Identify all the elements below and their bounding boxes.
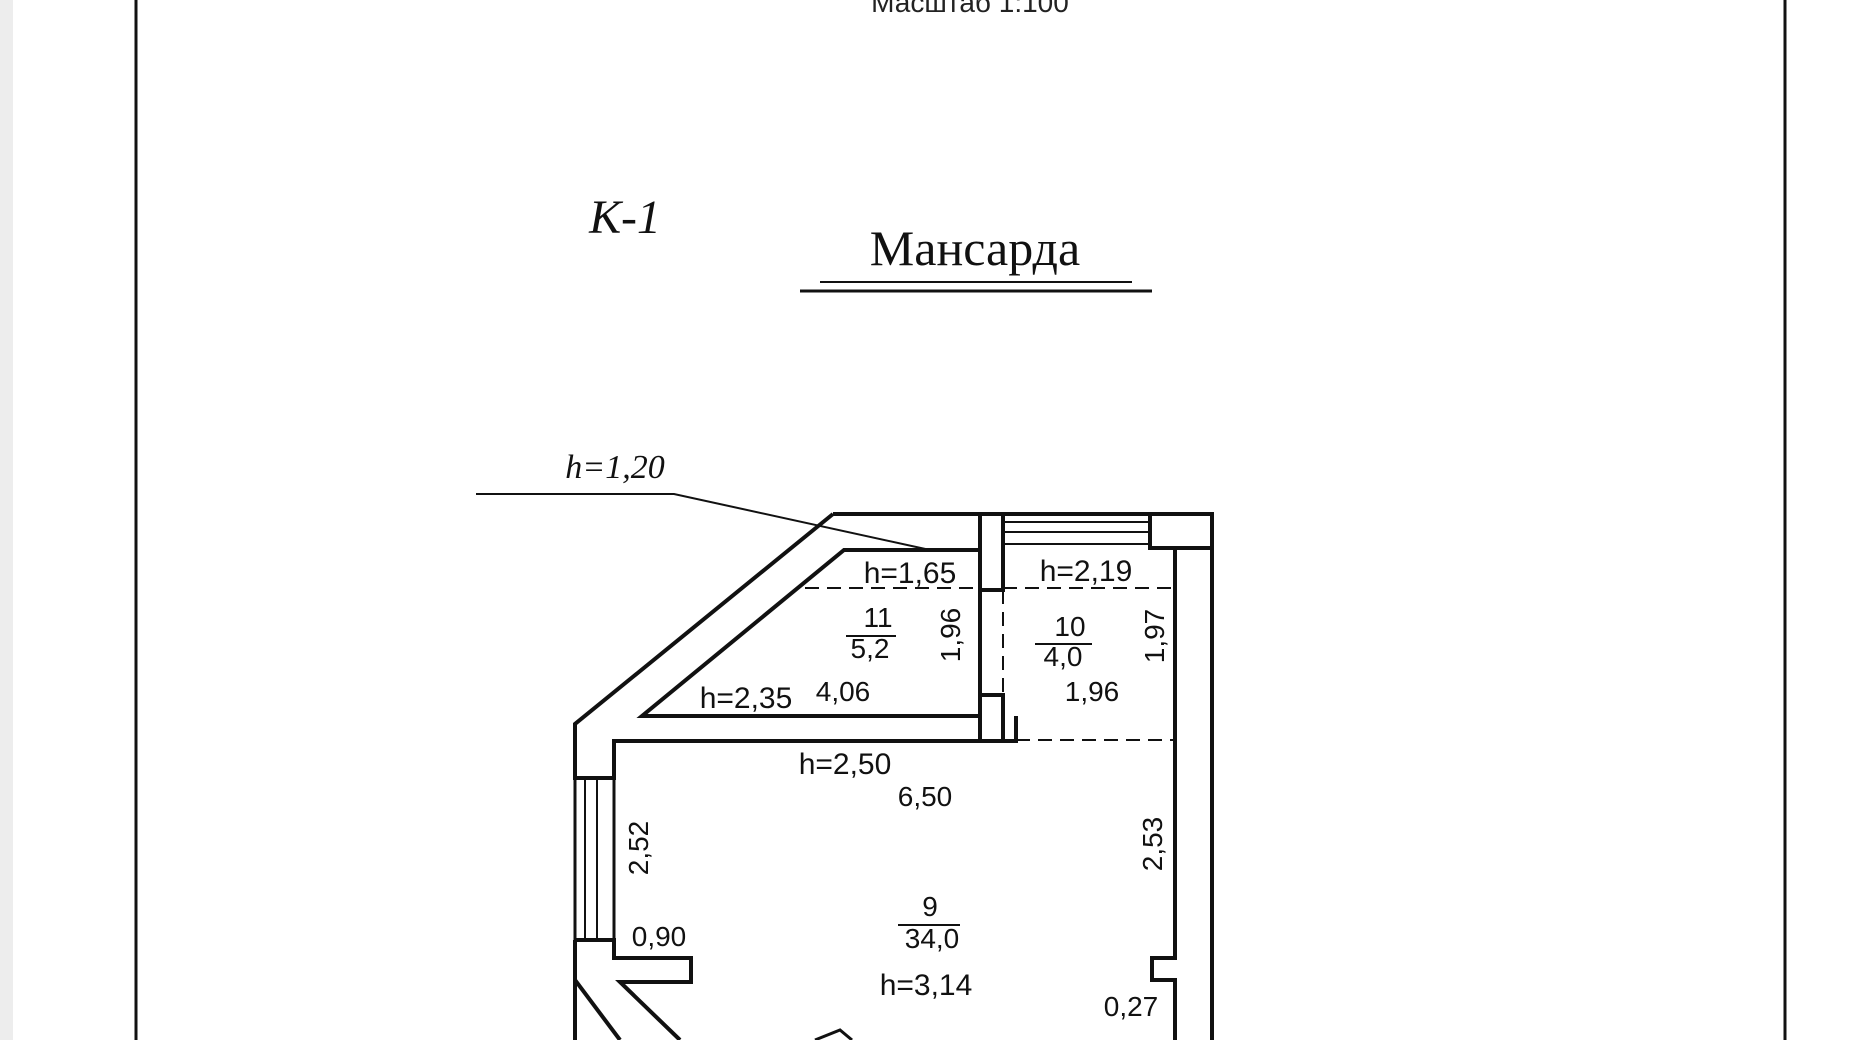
room11-height-top: h=1,65 xyxy=(864,557,957,590)
room9-number: 9 xyxy=(922,891,938,922)
room11-number: 11 xyxy=(863,602,892,633)
room9-height-bottom: h=3,14 xyxy=(880,969,973,1002)
bay-wall xyxy=(573,938,693,1040)
wall-block-top-mid xyxy=(978,512,1005,592)
room10-number: 10 xyxy=(1054,611,1085,642)
room11-height-bottom: h=2,35 xyxy=(700,682,793,715)
scale-text: Масштаб 1:100 xyxy=(871,0,1069,18)
wall-11-9 xyxy=(573,716,1018,780)
room9-dim-right: 2,53 xyxy=(1137,817,1168,872)
room9-height-top: h=2,50 xyxy=(799,748,892,781)
room9-dim-left: 2,52 xyxy=(623,821,654,876)
room9-area: 34,0 xyxy=(905,923,960,954)
room11-dim-right: 1,96 xyxy=(935,608,966,663)
room10-dim-right: 1,97 xyxy=(1139,609,1170,664)
room10-height: h=2,19 xyxy=(1040,555,1133,588)
wall-block-top-right xyxy=(1148,512,1214,550)
room11-dim-bottom: 4,06 xyxy=(816,676,871,707)
stair-marker xyxy=(814,1028,853,1040)
room9-dim-right-small: 0,27 xyxy=(1104,991,1159,1022)
room9-dim-bay: 0,90 xyxy=(632,921,687,952)
room10-area: 4,0 xyxy=(1044,641,1083,672)
outer-wall xyxy=(573,512,1214,1040)
leader-height-label: h=1,20 xyxy=(565,449,664,486)
drawing-sheet xyxy=(13,0,1850,1040)
room10-dim-bottom: 1,96 xyxy=(1065,676,1120,707)
room9-right-wall xyxy=(1150,740,1177,1040)
leader-line xyxy=(476,493,931,551)
room9-dim-top: 6,50 xyxy=(898,781,953,812)
room11-area: 5,2 xyxy=(851,633,890,664)
partition-block-low xyxy=(978,693,1005,743)
sheet-label: К-1 xyxy=(588,191,661,244)
floor-title: Мансарда xyxy=(870,220,1080,276)
